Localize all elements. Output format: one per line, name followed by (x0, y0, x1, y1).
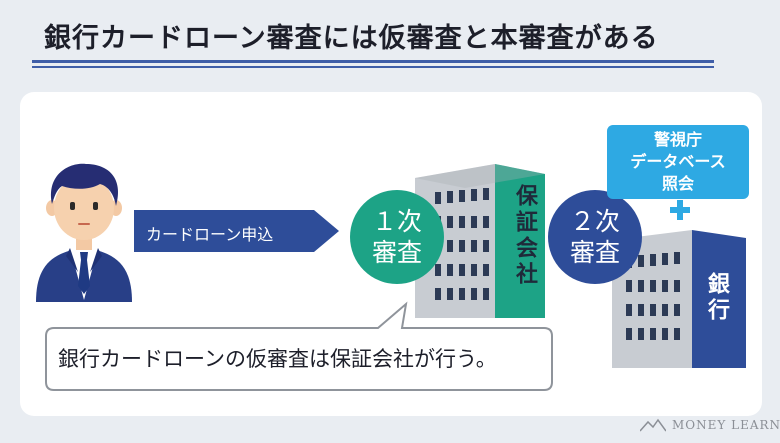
second-screening-badge: ２次 審査 (548, 190, 642, 284)
second-screening-line2: 審査 (569, 238, 620, 267)
brand-logo: MONEY LEARNING (640, 418, 780, 432)
title-underline (32, 60, 714, 63)
application-arrow (134, 210, 339, 252)
brand-logo-text: MONEY LEARNING (672, 418, 780, 432)
first-screening-badge: １次 審査 (350, 190, 444, 284)
first-screening-line1: １次 (371, 207, 422, 236)
mountain-logo-icon (640, 418, 666, 432)
callout-text: 銀行カードローンの仮審査は保証会社が行う。 (58, 347, 497, 371)
first-screening-line2: 審査 (371, 238, 422, 267)
applicant-icon (36, 163, 132, 302)
title-underline-thin (32, 66, 714, 68)
police-db-line1: 警視庁 (653, 130, 702, 149)
guarantor-building-icon (415, 164, 545, 318)
page-title: 銀行カードローン審査には仮審査と本審査がある (44, 23, 659, 54)
police-db-line2: データベース (630, 152, 726, 171)
bank-label: 銀行 (704, 272, 729, 324)
police-db-line3: 照会 (661, 174, 694, 193)
second-screening-line1: ２次 (569, 207, 620, 236)
guarantor-label: 保証会社 (512, 184, 537, 288)
application-label: カードローン申込 (146, 225, 274, 244)
callout-bubble (45, 301, 553, 391)
plus-icon (670, 200, 690, 220)
police-database-box: 警視庁 データベース 照会 (607, 125, 749, 199)
